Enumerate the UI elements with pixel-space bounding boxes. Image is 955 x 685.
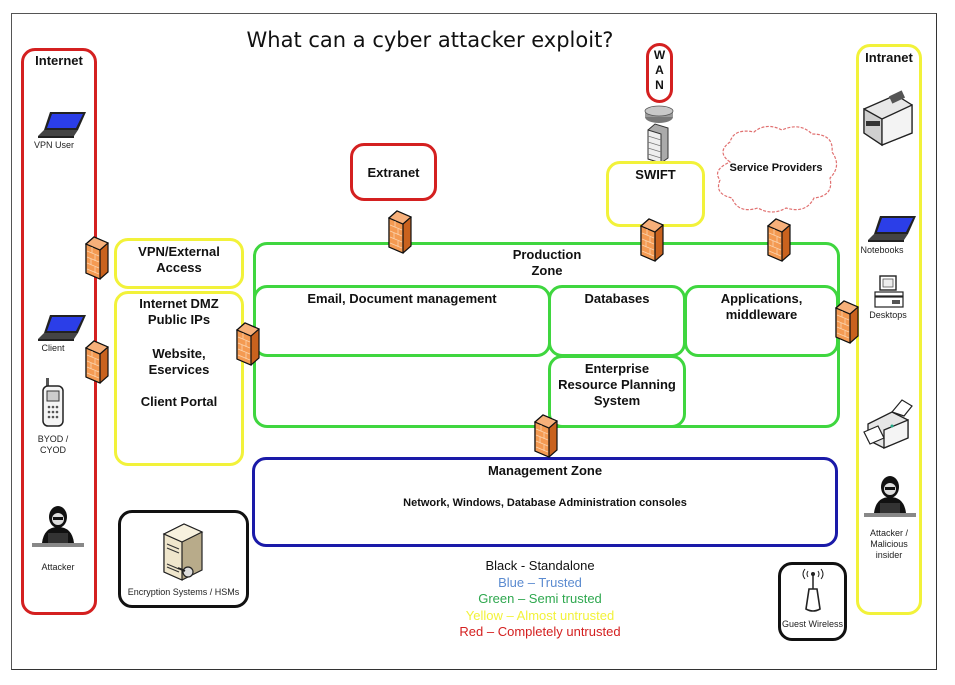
firewall-icon [84,236,110,280]
wan-letter-w: W [653,48,666,62]
dmz-client-portal-label: Client Portal [140,394,218,409]
internet-zone [21,48,97,615]
notebook-laptop-icon [866,214,918,244]
wan-letter-a: A [655,63,664,77]
diagram-page [11,13,937,670]
guest-wireless-label: Guest Wireless [781,619,843,629]
desktops-label: Desktops [869,310,907,320]
dmz-website-label: Website, Eservices [148,346,210,377]
legend-item-blue: Blue – Trusted [498,574,582,590]
guest-wireless-zone [778,562,847,641]
legend-item-green: Green – Semi trusted [478,591,602,606]
firewall-icon [235,322,261,366]
erp-subzone [548,355,686,428]
byod-label: BYOD / CYOD [37,434,69,455]
dmz-label: Internet DMZ Public IPs [139,296,219,327]
wan-letter-n: N [655,78,664,92]
vpn-user-laptop-icon [36,110,88,140]
notebooks-label: Notebooks [860,245,904,255]
swift-label: SWIFT [635,167,676,182]
vpn-access-label: VPN/External Access [138,244,220,275]
attacker-icon [30,505,86,549]
firewall-icon [639,218,665,262]
production-zone-label: Production Zone [512,247,582,278]
swift-gateway-firewall-icon [647,123,669,164]
email-subzone-label: Email, Document management [307,291,497,306]
management-zone-sublabel: Network, Windows, Database Administratio… [403,497,687,509]
intranet-label: Intranet [865,50,913,65]
hsm-server-icon [162,523,204,581]
encryption-label: Encryption Systems / HSMs [127,587,240,597]
desktop-computer-icon [874,275,904,308]
databases-subzone-label: Databases [584,291,650,306]
management-zone [252,457,838,547]
management-zone-label: Management Zone [487,463,603,478]
attacker-label: Attacker [41,562,75,572]
vpn-user-label: VPN User [33,140,74,150]
service-providers-cloud [717,125,838,213]
client-laptop-icon [36,313,88,343]
extranet-zone [350,143,437,201]
legend-item-red: Red – Completely untrusted [459,624,621,639]
firewall-icon [533,414,559,458]
extranet-label: Extranet [367,165,420,180]
internet-label: Internet [35,53,83,68]
diagram-title: What can a cyber attacker exploit? [246,28,614,52]
network-printer-icon [863,399,913,449]
mobile-phone-icon [42,378,64,427]
firewall-icon [84,340,110,384]
router-icon [644,105,674,123]
dmz-zone [114,291,244,466]
firewall-icon [387,210,413,254]
printer-icon [863,90,913,147]
wan-zone [646,43,673,103]
encryption-zone [118,510,249,608]
service-providers-label: Service Providers [729,162,823,174]
client-label: Client [41,343,65,353]
legend-item-yellow: Yellow – Almost untrusted [465,607,615,623]
trust-legend: Black - Standalone Blue – Trusted Green … [440,558,640,641]
legend-item-black: Black - Standalone [485,558,595,573]
malicious-insider-icon [862,475,918,519]
wireless-access-point-icon [802,568,824,612]
applications-subzone-label: Applications, middleware [720,291,803,322]
insider-label: Attacker / Malicious insider [869,528,908,560]
erp-subzone-label: Enterprise Resource Planning System [558,361,676,408]
vpn-access-zone [114,238,244,289]
firewall-icon [766,218,792,262]
firewall-icon [834,300,860,344]
